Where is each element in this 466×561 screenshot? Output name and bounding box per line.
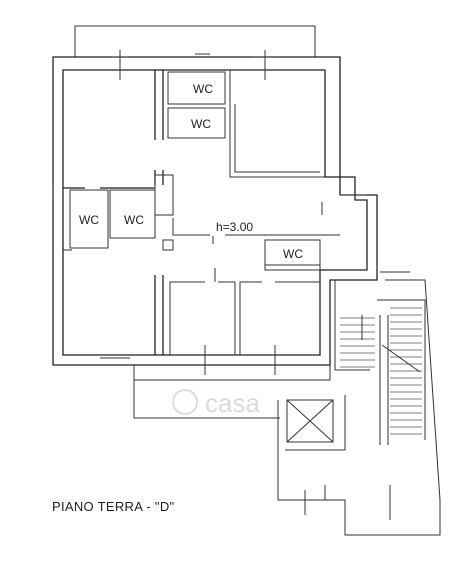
top-terrace	[74, 25, 316, 57]
wc-label-right: WC	[283, 247, 303, 261]
windows	[52, 50, 410, 375]
plan-title: PIANO TERRA - "D"	[52, 499, 175, 514]
wc-label-top-1: WC	[193, 82, 213, 96]
watermark-logo-icon	[172, 389, 198, 415]
interior-walls	[63, 70, 340, 355]
wc-label-left-1: WC	[79, 213, 99, 227]
lower-terrace	[133, 365, 441, 536]
outer-walls	[52, 56, 378, 366]
staircase	[334, 279, 441, 501]
watermark: casa	[205, 388, 260, 418]
wc-label-top-2: WC	[191, 117, 211, 131]
room-labels: WC WC WC WC WC h=3.00	[79, 82, 303, 261]
height-label: h=3.00	[216, 220, 253, 234]
wc-label-left-2: WC	[124, 213, 144, 227]
